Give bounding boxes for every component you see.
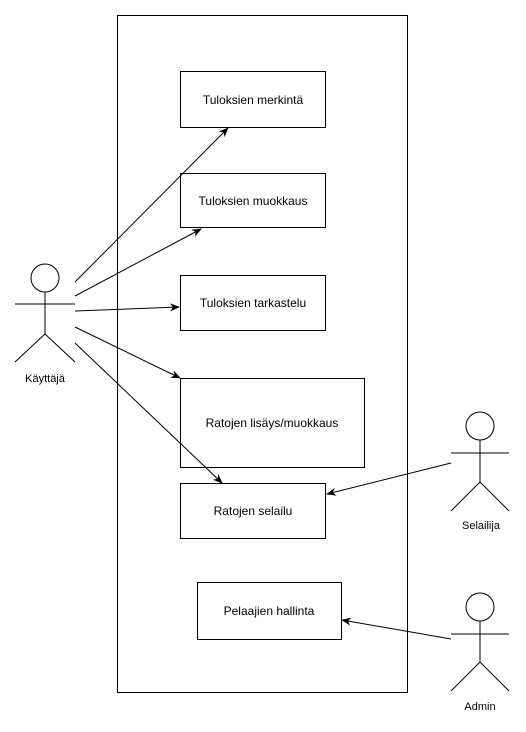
arrow-kayttaja-tarkastelu [74,303,180,312]
actor-admin: Admin [450,592,510,713]
arrow-kayttaja-ratojen-selailu [74,342,223,484]
use-case-tarkastelu-label: Tuloksien tarkastelu [200,296,306,310]
arrow-kayttaja-merkinta [74,127,229,283]
use-case-muokkaus-label: Tuloksien muokkaus [199,194,308,208]
use-case-ratojen-selailu-label: Ratojen selailu [214,504,293,518]
arrow-kayttaja-ratojen-lisays [74,326,181,379]
use-case-ratojen-lisays-label: Ratojen lisäys/muokkaus [206,416,339,430]
actor-admin-label: Admin [464,701,495,713]
actor-selailija-label: Selailija [462,520,501,532]
use-case-merkinta: Tuloksien merkintä [180,71,326,128]
stick-figure-icon [450,592,510,692]
system-boundary [117,15,408,693]
use-case-pelaajien-hallinta: Pelaajien hallinta [197,582,342,640]
actor-selailija: Selailija [450,411,510,532]
stick-figure-icon [450,411,510,512]
use-case-ratojen-selailu: Ratojen selailu [180,483,326,539]
use-case-ratojen-lisays: Ratojen lisäys/muokkaus [180,378,365,468]
use-case-pelaajien-hallinta-label: Pelaajien hallinta [224,604,315,618]
arrow-kayttaja-muokkaus [74,228,202,297]
use-case-tarkastelu: Tuloksien tarkastelu [180,275,326,331]
actor-kayttaja-label: Käyttäjä [25,373,66,385]
use-case-merkinta-label: Tuloksien merkintä [203,93,304,107]
arrow-selailija-ratojen-selailu [326,462,452,496]
arrow-admin-pelaajien-hallinta [341,617,452,640]
actor-kayttaja: Käyttäjä [14,263,76,385]
use-case-muokkaus: Tuloksien muokkaus [180,173,326,228]
stick-figure-icon [14,263,76,363]
